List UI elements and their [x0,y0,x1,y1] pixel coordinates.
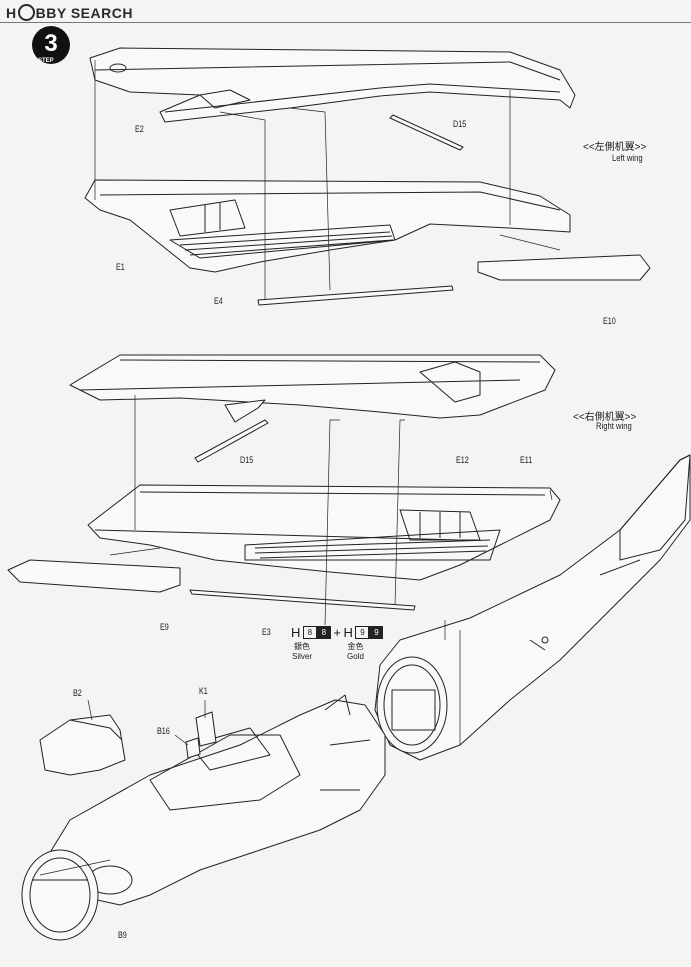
label-e10: E10 [603,316,616,326]
header-divider [0,22,691,23]
step-badge: 3 STEP [30,24,72,66]
brand-h: H [6,5,17,21]
paint-silver-code-b: 8 [316,626,331,639]
right-tip-e9 [7,559,181,593]
right-wing-title-en: Right wing [596,421,632,431]
left-rod-e4 [257,285,454,306]
paint-gold-code-b: 9 [369,626,384,639]
label-d15-top: D15 [453,119,467,129]
seat-k1 [195,711,217,747]
canopy-b2 [39,714,126,776]
paint-silver-name-en: Silver [292,652,313,661]
label-e1: E1 [116,262,125,272]
right-wing-lower-e11 [87,484,561,581]
step-badge-icon: 3 STEP [32,26,70,64]
left-tip-e10 [477,254,651,281]
header-bar: H BBY SEARCH [0,0,691,22]
right-strut-d15 [194,419,269,463]
left-wing-upper-e2 [89,47,576,123]
label-d15-mid: D15 [240,455,254,465]
label-e2: E2 [135,124,144,134]
label-b2: B2 [73,688,82,698]
paint-silver-caption: 銀色 Silver [292,642,312,662]
label-e3: E3 [262,627,271,637]
paint-gold-name-en: Gold [347,652,364,661]
paint-silver-code-a: 8 [302,626,317,639]
tail-section [374,454,691,761]
paint-silver-prefix: H [291,625,301,640]
step-number: 3 [44,30,57,57]
right-rod-e3 [189,589,416,611]
left-wing-title-cn: <<左側机翼>> [583,142,647,153]
forward-fuselage [29,694,386,906]
right-wing-upper-e12 [69,354,556,423]
brand-logo[interactable]: H BBY SEARCH [6,4,133,21]
part-b16 [185,737,201,759]
step-label: STEP [38,58,54,64]
fuselage-guide-lines [39,620,461,876]
paint-silver-name-cn: 銀色 [294,642,310,651]
left-guide-lines [94,60,561,300]
label-e12: E12 [456,455,469,465]
paint-gold-prefix: H [343,625,353,640]
brand-o-icon [17,4,35,21]
label-e11: E11 [520,455,533,465]
right-wing-title-cn: <<右側机翼>> [573,412,637,423]
paint-gold-name-cn: 金色 [347,642,364,651]
label-e4: E4 [214,296,223,306]
label-b9: B9 [118,930,127,940]
label-k1: K1 [199,686,208,696]
paint-joiner: + [333,625,342,640]
paint-gold-caption: 金色 Gold [347,642,364,662]
brand-text: BBY SEARCH [35,5,133,21]
cowl-ring-b9 [21,849,99,941]
label-e9: E9 [160,622,169,632]
left-strut-d15 [389,114,464,151]
right-guide-lines [109,395,553,626]
label-b16: B16 [157,726,170,736]
paint-gold-code-a: 9 [355,626,370,639]
left-wing-title-en: Left wing [612,153,643,163]
